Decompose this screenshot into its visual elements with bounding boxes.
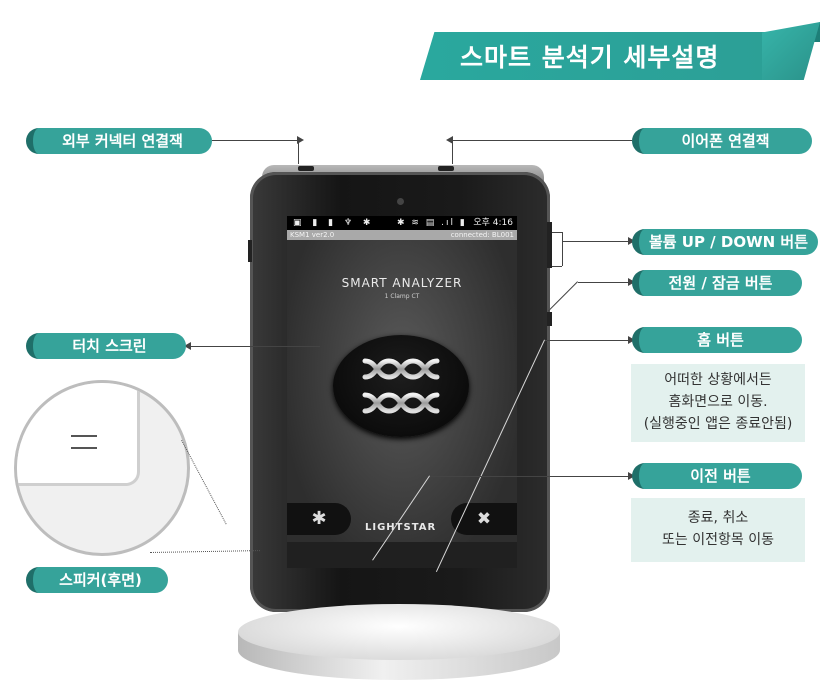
app-logo-button[interactable] [333,335,469,437]
home-desc-line-1: 어떠한 상황에서든 [664,372,772,388]
status-icons: ▣ ▮ ▮ ♆ ✱ [293,218,375,228]
page-title: 스마트 분석기 세부설명 [460,43,720,72]
leader-volume-top [552,232,562,233]
label-speaker: 스피커(후면) [26,567,168,593]
tools-icon: ✖ [476,509,492,529]
leader-earphone-v [452,140,453,164]
connection-status: connected: BL001 [450,231,514,239]
bluetooth-button[interactable]: ✱ [287,503,351,535]
label-power-lock: 전원 / 잠금 버튼 [632,270,802,296]
label-external-connector: 외부 커넥터 연결잭 [26,128,212,154]
leader-volume-v [562,232,563,266]
bluetooth-icon: ✱ [311,508,327,529]
pedestal-top [238,604,560,660]
leader-earphone [446,136,632,144]
home-desc-line-3: (실행중인 앱은 종료안됨) [643,416,793,432]
label-touch-screen: 터치 스크린 [26,333,186,359]
title-banner: 스마트 분석기 세부설명 [420,22,820,84]
label-volume-buttons: 볼륨 UP / DOWN 버튼 [632,229,818,255]
external-connector-port [298,166,314,171]
leader-home [545,336,635,344]
label-home-button: 홈 버튼 [632,327,802,353]
back-desc-line-1: 종료, 취소 [687,510,749,526]
speaker-zoom-view [14,380,190,556]
power-button[interactable] [547,312,552,326]
app-subtitle: 1 Clamp CT [384,293,420,300]
app-body: SMART ANALYZER 1 Clamp CT ✱ ✖ [287,240,517,568]
volume-rocker[interactable] [547,222,552,268]
status-clock: 오후 4:16 [473,218,513,228]
leader-external-connector [212,136,304,144]
leader-power [578,278,635,286]
brand-logo: LIGHTSTAR [365,522,437,533]
zoom-leader-bottom [150,550,261,553]
status-bar: ▣ ▮ ▮ ♆ ✱ ✱ ≋ ▤ .ıl ▮ 오후 4:16 [287,216,517,230]
status-indicators: ✱ ≋ ▤ .ıl ▮ [397,218,467,228]
back-desc-line-2: 또는 이전항목 이동 [662,532,774,548]
camera-icon [397,198,404,205]
earphone-port [438,166,454,171]
device-pedestal [238,604,560,688]
back-button-description: 종료, 취소 또는 이전항목 이동 [631,498,805,562]
label-earphone-jack: 이어폰 연결잭 [632,128,812,154]
home-button-description: 어떠한 상황에서든 홈화면으로 이동. (실행중인 앱은 종료안됨) [631,364,805,442]
app-bar: KSM1 ver2.0 connected: BL001 [287,230,517,240]
tools-button[interactable]: ✖ [451,503,517,535]
label-back-button: 이전 버튼 [632,463,802,489]
title-ribbon [420,32,780,80]
navigation-bar [287,542,517,568]
leader-power-diag [547,281,578,312]
left-side-button[interactable] [248,240,252,262]
home-desc-line-2: 홈화면으로 이동. [668,394,768,410]
leader-touch-screen [184,342,320,350]
leader-external-connector-v [298,140,299,164]
speaker-grill-icon [71,435,97,449]
leader-volume-bottom [552,266,562,267]
app-version: KSM1 ver2.0 [290,231,335,239]
chain-logo-icon [362,358,440,414]
leader-volume [563,237,635,245]
leader-back [430,472,635,480]
app-title: SMART ANALYZER [341,276,463,290]
zoom-device-corner [17,383,140,486]
touch-screen[interactable]: ▣ ▮ ▮ ♆ ✱ ✱ ≋ ▤ .ıl ▮ 오후 4:16 KSM1 ver2.… [287,216,517,568]
